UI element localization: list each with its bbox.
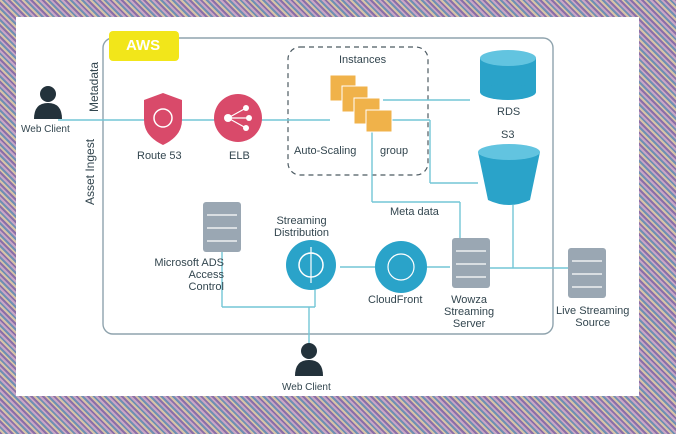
elb-label: ELB [229, 150, 250, 162]
group-label: group [380, 145, 409, 157]
live-streaming-server-icon [568, 248, 606, 298]
route53-label: Route 53 [137, 150, 182, 162]
streaming-distribution-icon [286, 240, 336, 290]
wowza-label: Wowza Streaming Server [444, 294, 495, 330]
s3-label: S3 [501, 129, 515, 141]
asset-ingest-label: Asset Ingest [83, 138, 97, 205]
instances-label: Instances [339, 54, 387, 66]
user-icon-bottom [295, 343, 323, 376]
aws-badge [109, 31, 179, 61]
aws-region-box [102, 37, 554, 335]
live-streaming-label: Live Streaming Source [556, 305, 630, 329]
web-client-left-label: Web Client [21, 124, 70, 135]
autoscaling-group-box [287, 46, 429, 176]
rds-icon [480, 50, 536, 100]
metadata-label: Metadata [87, 61, 101, 112]
route53-icon [144, 93, 182, 145]
autoscaling-label: Auto-Scaling [294, 145, 357, 157]
microsoft-ads-server-icon [203, 202, 241, 252]
web-client-bottom-label: Web Client [282, 382, 331, 393]
instances-icon [329, 74, 393, 133]
s3-icon [478, 144, 540, 205]
streaming-distribution-label: Streaming Distribution [274, 215, 330, 239]
aws-badge-label: AWS [126, 37, 161, 54]
rds-label: RDS [497, 106, 521, 118]
cloudfront-icon [375, 241, 427, 293]
wowza-server-icon [452, 238, 490, 288]
cloudfront-label: CloudFront [368, 294, 423, 306]
meta-data-label: Meta data [390, 206, 439, 218]
user-icon-left [34, 86, 62, 119]
microsoft-ads-label: Microsoft ADS Access Control [154, 257, 224, 293]
